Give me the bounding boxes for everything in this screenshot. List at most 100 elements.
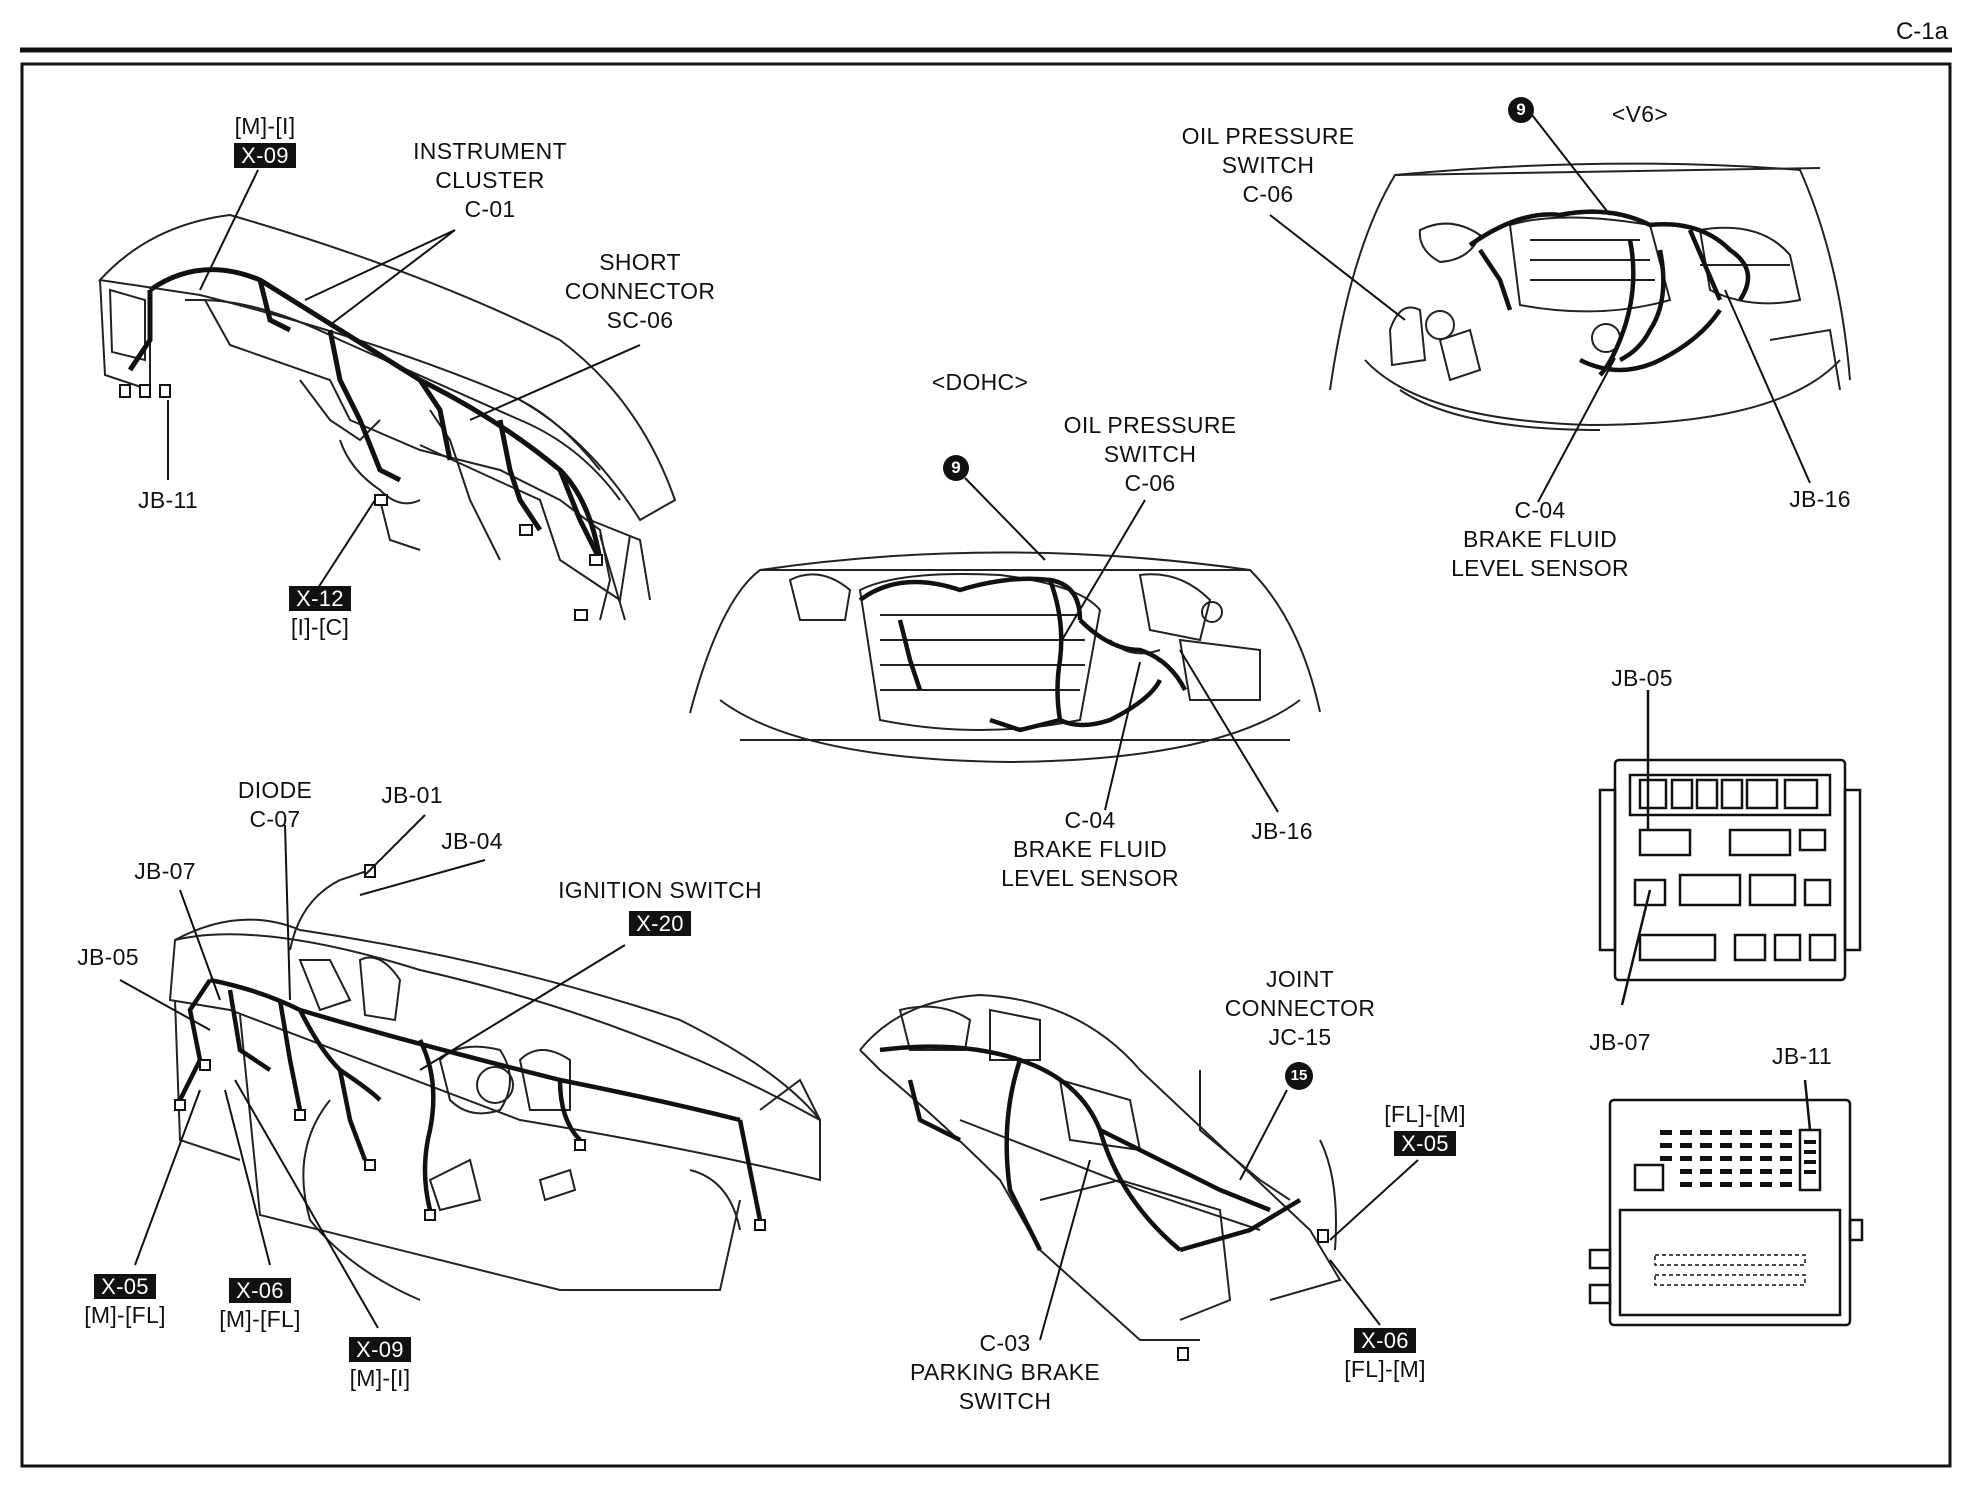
joint-connector-line2: CONNECTOR xyxy=(1224,995,1376,1021)
page-id: C-1a xyxy=(1895,18,1948,45)
joint-connector-label: JOINT CONNECTOR JC-15 xyxy=(1210,965,1390,1052)
junction-box-lower xyxy=(1588,1079,1864,1327)
short-connector-label: SHORT CONNECTOR SC-06 xyxy=(550,248,730,335)
instrument-cluster-label: INSTRUMENT CLUSTER C-01 xyxy=(400,137,580,224)
jb07-right-label: JB-07 xyxy=(1589,1029,1651,1055)
oil-pressure-dohc-label: OIL PRESSURE SWITCH C-06 xyxy=(1040,411,1260,498)
junction-box-upper xyxy=(1598,690,1862,1006)
dashboard-upper-connectors xyxy=(119,384,603,621)
chassis-floor-connectors xyxy=(1177,1229,1329,1361)
x06-left-route: [M]-[FL] xyxy=(219,1306,301,1332)
x05-left-route: [M]-[FL] xyxy=(84,1302,166,1328)
brake-fluid-dohc-id: C-04 xyxy=(1064,807,1116,833)
v6-label: <V6> xyxy=(1611,101,1669,127)
short-connector-id: SC-06 xyxy=(606,307,674,333)
v6-engine-leaders xyxy=(1269,101,1811,503)
brake-fluid-v6-line3: LEVEL SENSOR xyxy=(1451,555,1629,581)
marker-9-dohc-text: 9 xyxy=(951,458,961,477)
diagram-frame xyxy=(20,62,1952,1468)
jb11-dash-label: JB-11 xyxy=(138,487,198,513)
parking-brake-label: C-03 PARKING BRAKE SWITCH xyxy=(885,1329,1125,1416)
inst-connector-label: [M]-[I] X-09 xyxy=(225,112,305,170)
parking-brake-id: C-03 xyxy=(979,1330,1031,1356)
inst-connector-route: [M]-[I] xyxy=(234,113,296,139)
jb04-label: JB-04 xyxy=(441,828,503,854)
ignition-switch-text: IGNITION SWITCH xyxy=(558,877,762,903)
x20-id: X-20 xyxy=(629,911,691,936)
chassis-floor-harness xyxy=(879,1044,1302,1253)
short-connector-line1: SHORT xyxy=(599,249,681,275)
x05-right-route: [FL]-[M] xyxy=(1384,1101,1466,1127)
v6-engine-illustration xyxy=(1329,162,1851,431)
dashboard-upper-illustration xyxy=(98,213,677,621)
x06-right-route: [FL]-[M] xyxy=(1344,1356,1426,1382)
oil-pressure-v6-line2: SWITCH xyxy=(1221,152,1315,178)
oil-pressure-v6-label: OIL PRESSURE SWITCH C-06 xyxy=(1158,122,1378,209)
instrument-cluster-line1: INSTRUMENT xyxy=(413,138,567,164)
brake-fluid-v6-line2: BRAKE FLUID xyxy=(1462,526,1618,552)
marker-9-v6: 9 xyxy=(1508,97,1534,123)
joint-connector-line1: JOINT xyxy=(1266,966,1334,992)
instrument-cluster-id: C-01 xyxy=(464,196,516,222)
dashboard-upper-leaders xyxy=(167,169,641,589)
dohc-engine-harness xyxy=(858,576,1188,733)
x12-label: X-12 [I]-[C] xyxy=(280,584,360,642)
dohc-label: <DOHC> xyxy=(931,369,1029,395)
diode-label: DIODE C-07 xyxy=(220,776,330,834)
oil-pressure-v6-line1: OIL PRESSURE xyxy=(1181,123,1355,149)
x12-route: [I]-[C] xyxy=(290,614,350,640)
marker-9-dohc: 9 xyxy=(943,455,969,481)
x06-right-label: X-06 [FL]-[M] xyxy=(1335,1326,1435,1384)
jb07-left-label: JB-07 xyxy=(134,858,196,884)
instrument-cluster-line2: CLUSTER xyxy=(435,167,545,193)
junction-box-lower-dashed-slots xyxy=(1654,1254,1806,1286)
marker-9-v6-text: 9 xyxy=(1516,100,1526,119)
x12-id: X-12 xyxy=(289,586,351,611)
dashboard-lower-illustration xyxy=(168,918,821,1301)
joint-connector-id: JC-15 xyxy=(1268,1024,1332,1050)
ignition-switch-label: IGNITION SWITCH X-20 xyxy=(540,876,780,938)
x06-left-id: X-06 xyxy=(229,1278,291,1303)
x06-left-label: X-06 [M]-[FL] xyxy=(210,1276,310,1334)
parking-brake-line3: SWITCH xyxy=(958,1388,1052,1414)
diode-id: C-07 xyxy=(249,806,301,832)
dashboard-lower-leaders xyxy=(119,814,626,1329)
oil-pressure-dohc-line1: OIL PRESSURE xyxy=(1063,412,1237,438)
oil-pressure-dohc-line2: SWITCH xyxy=(1103,441,1197,467)
x05-right-label: [FL]-[M] X-05 xyxy=(1375,1100,1475,1158)
brake-fluid-dohc-line3: LEVEL SENSOR xyxy=(1001,865,1179,891)
jb05-left-label: JB-05 xyxy=(77,944,139,970)
x09-bottom-id: X-09 xyxy=(349,1337,411,1362)
jb16-dohc-label: JB-16 xyxy=(1251,818,1313,844)
x05-left-label: X-05 [M]-[FL] xyxy=(75,1272,175,1330)
brake-fluid-v6-label: C-04 BRAKE FLUID LEVEL SENSOR xyxy=(1420,496,1660,583)
v6-engine-harness xyxy=(1468,209,1751,377)
dohc-engine-leaders xyxy=(964,477,1279,813)
dashboard-lower-harness xyxy=(177,977,763,1221)
x09-bottom-route: [M]-[I] xyxy=(349,1365,411,1391)
brake-fluid-v6-id: C-04 xyxy=(1514,497,1566,523)
dashboard-lower-wire-loop xyxy=(289,869,371,951)
jb05-right-label: JB-05 xyxy=(1611,665,1673,691)
chassis-floor-leaders xyxy=(1039,1089,1419,1341)
dashboard-upper-harness xyxy=(127,267,603,562)
marker-15: 15 xyxy=(1285,1062,1313,1090)
x05-right-id: X-05 xyxy=(1394,1131,1456,1156)
oil-pressure-v6-id: C-06 xyxy=(1242,181,1294,207)
parking-brake-line2: PARKING BRAKE xyxy=(909,1359,1101,1385)
x06-right-id: X-06 xyxy=(1354,1328,1416,1353)
diode-line1: DIODE xyxy=(237,777,313,803)
jb16-v6-label: JB-16 xyxy=(1789,486,1851,512)
junction-box-lower-fuses xyxy=(1660,1130,1816,1187)
x05-left-id: X-05 xyxy=(94,1274,156,1299)
x09-bottom-label: X-09 [M]-[I] xyxy=(340,1335,420,1393)
oil-pressure-dohc-id: C-06 xyxy=(1124,470,1176,496)
brake-fluid-dohc-label: C-04 BRAKE FLUID LEVEL SENSOR xyxy=(970,806,1210,893)
jb01-label: JB-01 xyxy=(381,782,443,808)
dohc-engine-illustration xyxy=(689,551,1321,764)
inst-connector-id: X-09 xyxy=(234,143,296,168)
jb11-right-label: JB-11 xyxy=(1772,1043,1832,1069)
marker-15-text: 15 xyxy=(1290,1067,1308,1084)
